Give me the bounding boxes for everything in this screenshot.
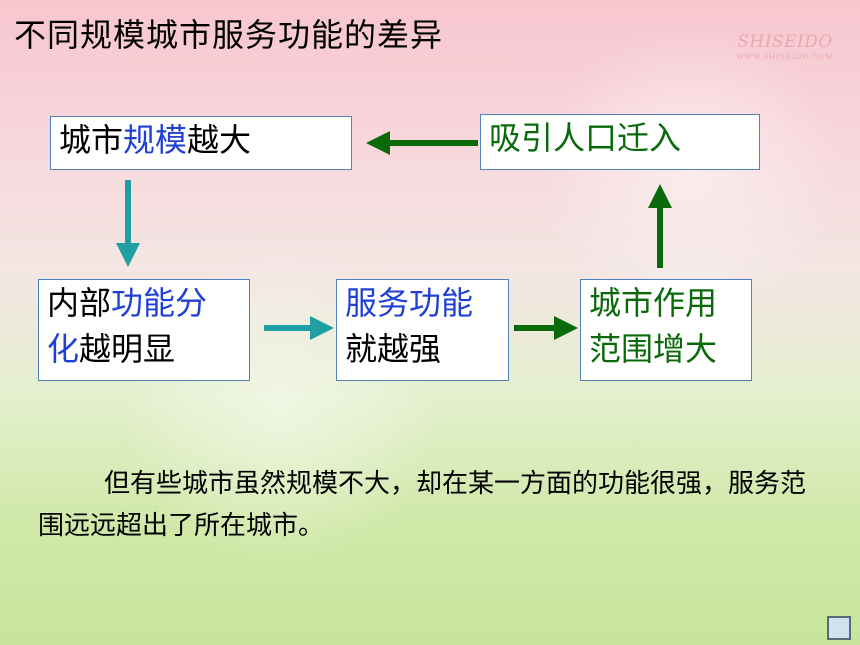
box-attract-population-text: 吸引人口迁入 (489, 119, 682, 157)
box-service-function: 服务功能 就越强 (336, 279, 509, 381)
body-paragraph-text: 但有些城市虽然规模不大，却在某一方面的功能很强，服务范围远远超出了所在城市。 (38, 469, 807, 541)
box-attract-population: 吸引人口迁入 (480, 114, 760, 170)
box-internal-line2: 化越明显 (47, 326, 241, 372)
box-city-scale: 城市规模越大 (50, 116, 352, 170)
body-paragraph: 但有些城市虽然规模不大，却在某一方面的功能很强，服务范围远远超出了所在城市。 (38, 463, 828, 547)
box-city-scale-part3: 越大 (187, 121, 252, 159)
box-internal-line2-part2: 越明显 (79, 330, 176, 368)
box-internal-line1-part2: 功能分 (111, 284, 208, 322)
box-range-line1: 城市作用 (589, 284, 718, 322)
logo-url: WWW.SHISEIDO.COM (736, 53, 834, 61)
box-city-scale-part2: 规模 (123, 121, 188, 159)
slide-nav-button[interactable] (827, 616, 851, 640)
slide-title: 不同规模城市服务功能的差异 (14, 16, 444, 54)
box-service-line2: 就越强 (345, 330, 442, 368)
box-internal-line2-part1: 化 (47, 330, 80, 368)
logo-brand: SHISEIDO (737, 32, 833, 52)
box-city-scale-part1: 城市 (59, 121, 124, 159)
box-service-line1: 服务功能 (345, 284, 474, 322)
background-bloom-right (540, 20, 840, 320)
box-range-line2: 范围增大 (589, 330, 718, 368)
shiseido-logo: SHISEIDO WWW.SHISEIDO.COM (733, 34, 837, 61)
box-internal-differentiation: 内部功能分 化越明显 (38, 279, 250, 381)
box-city-range: 城市作用 范围增大 (580, 279, 752, 381)
box-internal-line1: 内部功能分 (47, 280, 241, 326)
box-internal-line1-part1: 内部 (47, 284, 112, 322)
